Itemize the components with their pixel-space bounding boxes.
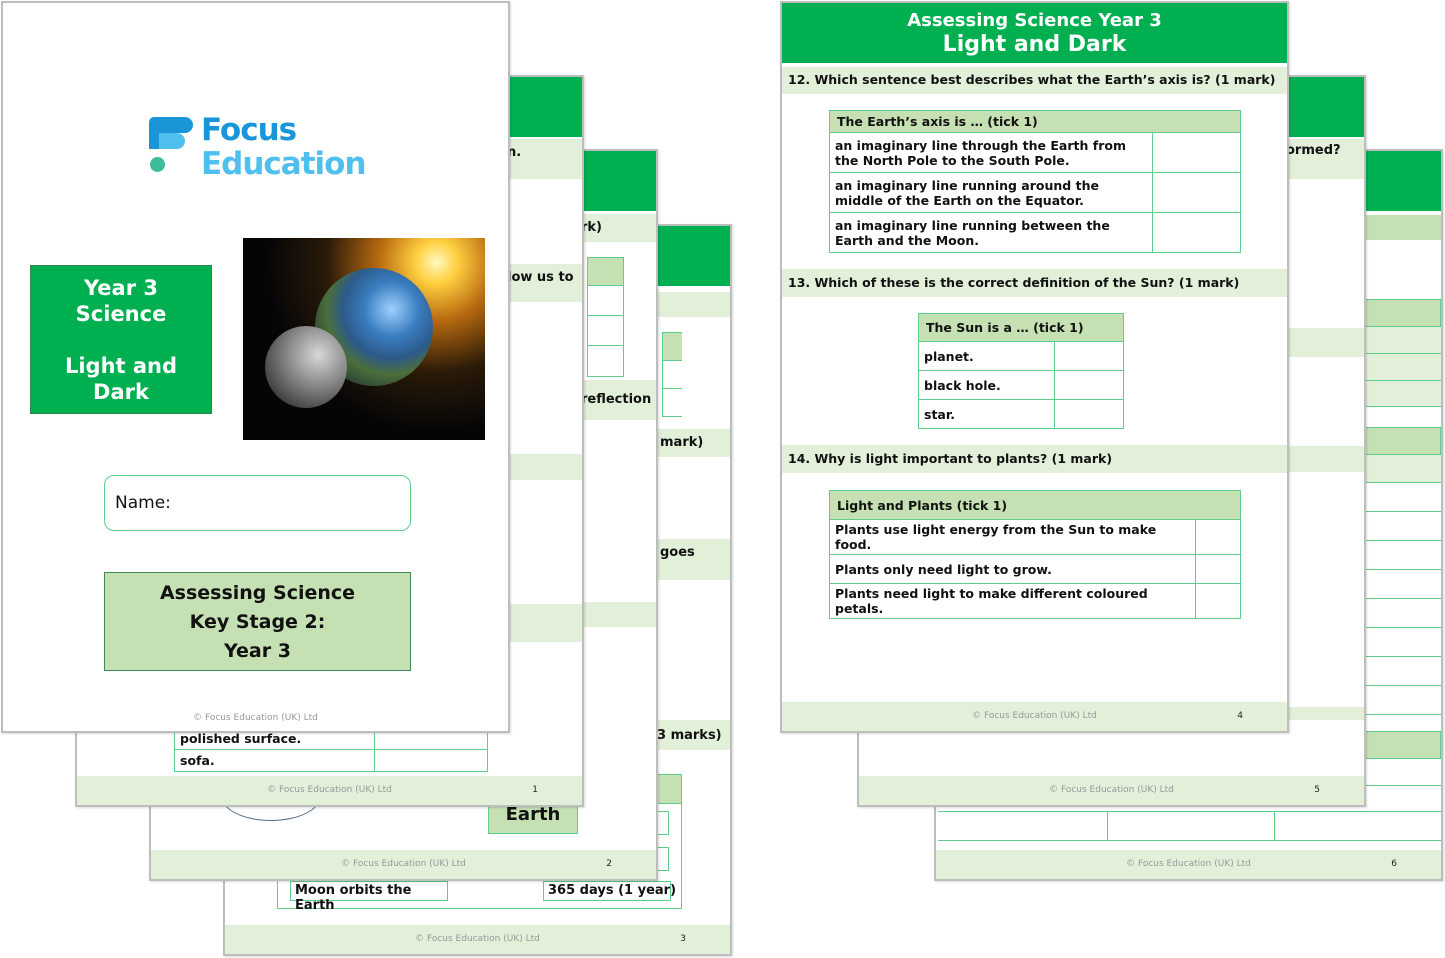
page-footer: © Focus Education (UK) Ltd 4 xyxy=(782,702,1287,731)
answer-option: Plants use light energy from the Sun to … xyxy=(829,519,1196,555)
title-line: Year 3 xyxy=(84,276,158,300)
page-footer: © Focus Education (UK) Ltd 5 xyxy=(859,776,1364,805)
q12-answer-table: The Earth’s axis is … (tick 1) an imagin… xyxy=(829,110,1241,253)
answer-option: Plants only need light to grow. xyxy=(829,554,1196,584)
header-subtitle: Light and Dark xyxy=(942,32,1127,57)
q14-answer-table: Light and Plants (tick 1) Plants use lig… xyxy=(829,490,1241,619)
question-fragment: goes xyxy=(660,545,695,560)
worksheet-page-4: Assessing Science Year 3 Light and Dark … xyxy=(780,1,1289,733)
tick-box[interactable] xyxy=(1054,370,1124,400)
question-13: 13. Which of these is the correct defini… xyxy=(782,269,1287,297)
header-title: Assessing Science Year 3 xyxy=(907,10,1162,31)
tick-box[interactable] xyxy=(1054,399,1124,429)
question-fragment: low us to xyxy=(507,270,574,285)
page-footer: © Focus Education (UK) Ltd 2 xyxy=(151,850,656,879)
answer-option: an imaginary line running between the Ea… xyxy=(829,212,1153,253)
name-label: Name: xyxy=(115,493,171,513)
question-fragment: ormed? xyxy=(1286,143,1341,158)
cover-page: Focus Education Year 3 Science Light and… xyxy=(1,1,510,733)
page-number: 4 xyxy=(1237,711,1243,721)
question-12: 12. Which sentence best describes what t… xyxy=(782,67,1287,94)
answer-option: planet. xyxy=(918,341,1055,371)
page-header: Assessing Science Year 3 Light and Dark xyxy=(782,3,1287,63)
title-line: Dark xyxy=(93,380,149,404)
earth-moon-sun-image xyxy=(243,238,485,440)
tick-box[interactable] xyxy=(1054,341,1124,371)
tick-box[interactable] xyxy=(1195,519,1241,555)
answer-option: star. xyxy=(918,399,1055,429)
subtitle-line: Year 3 xyxy=(224,640,291,662)
answer-table xyxy=(662,332,682,417)
table-header: The Earth’s axis is … (tick 1) xyxy=(829,110,1241,133)
table-cell: sofa. xyxy=(174,749,375,772)
tick-box[interactable] xyxy=(1195,554,1241,584)
subtitle-line: Key Stage 2: xyxy=(189,611,326,633)
answer-option: Plants need light to make different colo… xyxy=(829,583,1196,619)
page-footer: © Focus Education (UK) Ltd 6 xyxy=(936,850,1441,879)
tick-box[interactable] xyxy=(1152,212,1241,253)
question-fragment: reflection xyxy=(581,392,652,407)
question-fragment: 3 marks) xyxy=(657,728,722,743)
subtitle-line: Assessing Science xyxy=(159,582,356,604)
footer-copyright: © Focus Education (UK) Ltd xyxy=(267,785,392,795)
logo-text-line1: Focus xyxy=(201,112,297,148)
answer-table xyxy=(587,257,624,377)
question-fragment: mark) xyxy=(660,435,704,450)
footer-copyright: © Focus Education (UK) Ltd xyxy=(341,859,466,869)
table-header: The Sun is a … (tick 1) xyxy=(918,313,1124,342)
tick-box[interactable] xyxy=(1195,583,1241,619)
page-number: 1 xyxy=(532,785,538,795)
footer-copyright: © Focus Education (UK) Ltd xyxy=(1126,859,1251,869)
question-fragment: rk) xyxy=(581,220,602,235)
footer-copyright: © Focus Education (UK) Ltd xyxy=(1049,785,1174,795)
focus-education-logo: Focus Education xyxy=(201,112,367,182)
page-number: 2 xyxy=(606,859,612,869)
page-number: 5 xyxy=(1314,785,1320,795)
match-right-box: 365 days (1 year) xyxy=(543,881,676,901)
question-14: 14. Why is light important to plants? (1… xyxy=(782,445,1287,473)
q13-answer-table: The Sun is a … (tick 1) planet. black ho… xyxy=(918,313,1124,429)
footer-copyright: © Focus Education (UK) Ltd xyxy=(415,934,540,944)
logo-text-line2: Education xyxy=(201,146,367,182)
answer-option: an imaginary line through the Earth from… xyxy=(829,132,1153,173)
footer-copyright: © Focus Education (UK) Ltd xyxy=(193,713,318,723)
answer-option: black hole. xyxy=(918,370,1055,400)
page-footer: © Focus Education (UK) Ltd 1 xyxy=(77,776,582,805)
tick-box[interactable] xyxy=(1152,132,1241,173)
title-line: Science xyxy=(75,302,167,326)
footer-copyright: © Focus Education (UK) Ltd xyxy=(972,711,1097,721)
cover-subtitle-box: Assessing Science Key Stage 2: Year 3 xyxy=(104,572,411,671)
tick-box[interactable] xyxy=(1152,172,1241,213)
title-line: Light and xyxy=(64,354,178,378)
page-number: 3 xyxy=(680,934,686,944)
page-number: 6 xyxy=(1391,859,1397,869)
tick-cell[interactable] xyxy=(374,749,488,772)
page-footer: © Focus Education (UK) Ltd 3 xyxy=(225,925,730,954)
answer-table: polished surface. sofa. xyxy=(174,727,488,772)
name-field[interactable]: Name: xyxy=(104,475,411,531)
answer-option: an imaginary line running around the mid… xyxy=(829,172,1153,213)
match-left-box: Moon orbits the Earth xyxy=(290,881,448,913)
focus-logo-mark-icon xyxy=(149,117,199,181)
table-header: Light and Plants (tick 1) xyxy=(829,490,1241,520)
question-fragment: n. xyxy=(507,145,522,160)
cover-title-box: Year 3 Science Light and Dark xyxy=(30,265,212,414)
